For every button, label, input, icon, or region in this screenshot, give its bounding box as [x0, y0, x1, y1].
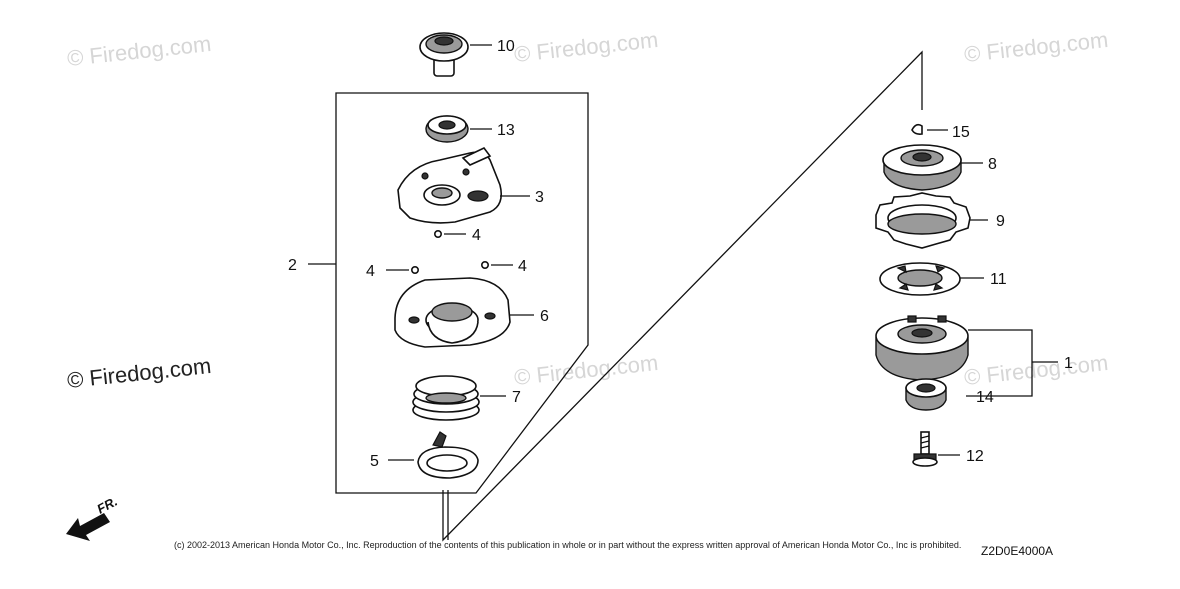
direction-label: FR. [94, 494, 120, 517]
part-5-clip [388, 431, 479, 479]
callout-3: 3 [535, 189, 544, 206]
part-9-ratchet-ring [875, 192, 988, 249]
part-11-pawl-plate [879, 262, 984, 296]
callout-13: 13 [497, 122, 515, 139]
watermark: © Firedog.com [513, 350, 659, 390]
part-8-pulley-cap [882, 144, 983, 191]
part-10-knob [419, 32, 492, 77]
callout-14: 14 [976, 389, 994, 406]
part-4-ball-a [433, 230, 466, 239]
part-12-bolt [912, 431, 960, 467]
callout-2: 2 [288, 257, 297, 274]
callout-4: 4 [472, 227, 481, 244]
callout-5: 5 [370, 453, 379, 470]
part-4-ball-c [480, 260, 513, 269]
part-14-bearing [905, 378, 947, 411]
part-15-washer [911, 123, 948, 135]
watermark: © Firedog.com [66, 353, 212, 393]
part-13-bearing [425, 115, 492, 143]
part-4-ball-b [386, 265, 419, 274]
watermark: © Firedog.com [513, 27, 659, 67]
callout-4: 4 [366, 263, 375, 280]
copyright-notice: (c) 2002-2013 American Honda Motor Co., … [174, 540, 961, 550]
callout-4: 4 [518, 258, 527, 275]
callout-9: 9 [996, 213, 1005, 230]
callout-6: 6 [540, 308, 549, 325]
group-connector [442, 50, 923, 542]
callout-11: 11 [990, 271, 1007, 288]
part-1-drum [875, 315, 1058, 397]
callout-12: 12 [966, 448, 984, 465]
callout-10: 10 [497, 38, 515, 55]
callout-7: 7 [512, 389, 521, 406]
watermark: © Firedog.com [963, 350, 1109, 390]
watermark: © Firedog.com [963, 27, 1109, 67]
callout-labels: 10 13 3 4 2 4 4 6 7 5 15 8 9 11 1 14 12 [288, 38, 1073, 470]
part-7-spring [412, 375, 506, 421]
part-3-upper-plate [397, 146, 530, 224]
callout-15: 15 [952, 124, 970, 141]
assembly-bracket-2 [335, 92, 589, 494]
diagram-code: Z2D0E4000A [981, 544, 1053, 558]
front-direction-arrow-icon: FR. [66, 494, 120, 541]
part-6-lower-plate [394, 277, 534, 348]
callout-1: 1 [1064, 355, 1073, 372]
watermark: © Firedog.com [66, 31, 212, 71]
callout-8: 8 [988, 156, 997, 173]
